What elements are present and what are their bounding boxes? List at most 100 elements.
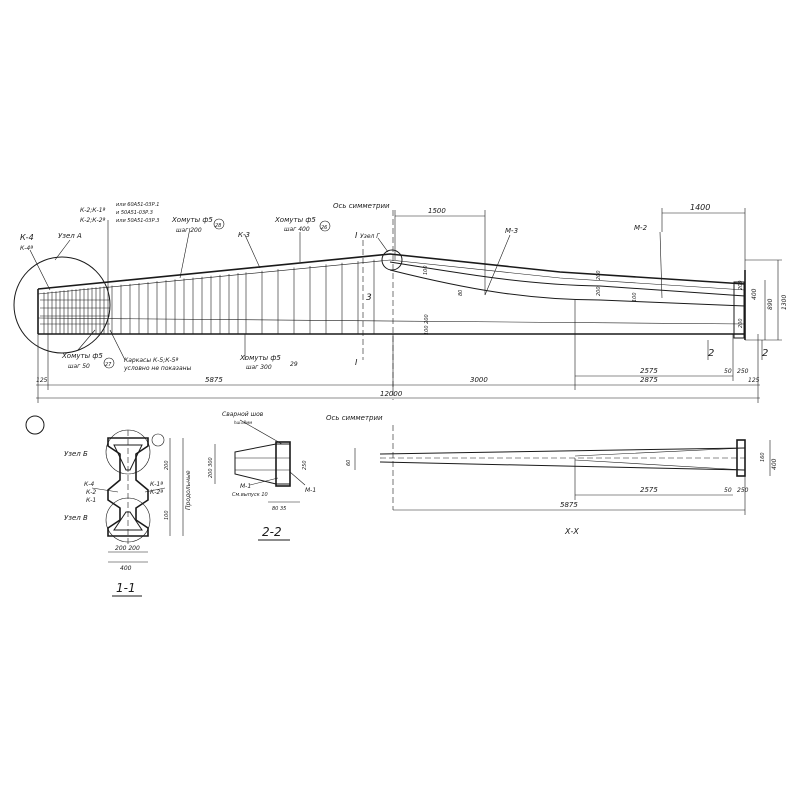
plan-dim-5875: 5875 xyxy=(560,501,578,509)
label-stirrups-top1: Хомуты ф5 xyxy=(171,216,213,224)
section-mark-1-top: I xyxy=(355,231,358,240)
plan-taper xyxy=(574,447,746,471)
plan-view: Ось симметрии 2575 50 250 5875 400 160 6… xyxy=(326,414,778,536)
section-1-1-side: Продольные xyxy=(185,470,192,510)
section-1-1-outline xyxy=(107,437,149,537)
label-node-a: Узел А xyxy=(58,232,82,240)
plan-dim-50: 50 xyxy=(724,487,732,494)
dim-100-m2: 100 xyxy=(632,292,638,302)
section-mark-2: 2 xyxy=(708,348,714,359)
label-stirrups-top1-mark: 28 xyxy=(215,223,221,229)
dim-200-b: 200 xyxy=(596,286,602,296)
beam-top-chord-inner xyxy=(37,259,746,295)
plan-dim-160: 160 xyxy=(760,452,766,462)
dim-2575: 2575 xyxy=(640,367,658,375)
section-1-1-node-v: Узел В xyxy=(64,514,88,522)
plan-top-edge xyxy=(379,447,746,455)
label-k4-sub: К-4ª xyxy=(20,245,33,252)
mark-28-circle xyxy=(213,218,225,230)
label-stirrups-top2-step: шаг 400 xyxy=(284,226,310,233)
node-g-circle xyxy=(381,249,403,271)
leader-m3 xyxy=(484,234,511,296)
dim-200-right-a: 200 xyxy=(738,280,744,290)
dim-125-right: 125 xyxy=(748,377,760,384)
label-frames-note2: условно не показаны xyxy=(123,365,192,372)
plan-dim-250: 250 xyxy=(737,487,749,494)
section-1-1-k4: К-4 xyxy=(84,481,94,488)
dim-200-right-b: 200 xyxy=(738,318,744,328)
leader-k3 xyxy=(244,234,261,269)
leader-node-g xyxy=(377,237,389,253)
dim-1400: 1400 xyxy=(690,203,710,212)
plan-bottom-edge xyxy=(379,461,746,471)
label-stirrups-top2-mark: 26 xyxy=(321,225,327,231)
section-2-2-plate xyxy=(275,441,291,487)
label-k-top-note1: или 60А51-03Р.1 xyxy=(116,202,159,208)
section-2-2-dim-200-300: 200 300 xyxy=(208,457,214,478)
leader-stirrups-bot1 xyxy=(77,329,96,351)
label-k-top-sub: К-2;К-2ª xyxy=(80,217,106,224)
label-stirrups-top1-step: шаг 200 xyxy=(176,227,202,234)
mark-27-circle xyxy=(103,357,115,369)
section-1-1-k2a: К-2ª xyxy=(150,489,163,496)
bottom-left-circle xyxy=(25,415,45,435)
dim-2875: 2875 xyxy=(640,376,658,384)
label-m3: М-3 xyxy=(505,227,518,235)
section-2-2-outline xyxy=(234,443,291,485)
section-2-2-leader-m1 xyxy=(249,477,279,486)
label-k-top-note3: или 50А51-03Р.3 xyxy=(116,218,159,224)
plan-dim-2575: 2575 xyxy=(640,486,658,494)
strand-lower xyxy=(389,269,746,307)
strand-upper xyxy=(389,261,746,297)
label-stirrups-top2: Хомуты ф5 xyxy=(274,216,316,224)
section-2-2: Сварной шов hш=8мм М-1 См.выпуск 10 М-1 … xyxy=(208,411,316,541)
label-stirrups-bot1-step: шаг 50 xyxy=(68,363,90,370)
section-mark-2b: 2 xyxy=(762,348,768,359)
dim-100-left-mid: 100 xyxy=(423,265,429,275)
label-symmetry-axis: Ось симметрии xyxy=(333,202,390,210)
label-k-top: К-2;К-1ª xyxy=(80,207,106,214)
section-1-1-dim-100-r: 100 xyxy=(164,510,170,520)
section-1-1-dim-200-200: 200 200 xyxy=(115,545,140,552)
label-stirrups-bot2: Хомуты ф5 xyxy=(239,354,281,362)
dim-3000: 3000 xyxy=(470,376,488,384)
beam-right-end-plate xyxy=(733,281,745,339)
node-a-circle xyxy=(13,256,111,354)
dim-200-a: 200 xyxy=(596,270,602,280)
leader-m2 xyxy=(659,231,663,299)
section-2-2-m1: М-1 xyxy=(240,483,251,490)
beam-top-chord xyxy=(37,253,746,290)
label-k-top-note2: и 50А51-03Р.3 xyxy=(116,210,153,216)
plan-title: Х-Х xyxy=(564,527,579,536)
dim-50: 50 xyxy=(724,368,732,375)
plan-symmetry-label: Ось симметрии xyxy=(326,414,383,422)
dim-400-right: 400 xyxy=(751,288,758,300)
section-2-2-title: 2-2 xyxy=(262,525,282,539)
section-2-2-dim-80-35: 80 35 xyxy=(272,506,286,512)
section-1-1-k1a: К-1ª xyxy=(150,481,163,488)
plan-dim-60: 60 xyxy=(346,460,352,466)
dim-5875: 5875 xyxy=(205,376,223,384)
beam-elevation: К-4 К-4ª Узел А К-2;К-1ª К-2;К-2ª или 60… xyxy=(13,202,788,435)
section-2-2-leader-weld xyxy=(239,419,283,445)
section-2-2-weld-sub: hш=8мм xyxy=(234,420,252,425)
plan-end-plate xyxy=(736,439,746,477)
mark-26-circle xyxy=(319,220,331,232)
section-2-2-leader-m1-right xyxy=(289,471,306,486)
section-1-1: Узел Б Узел В К-4 К-2 К-1 К-1ª К-2ª Прод… xyxy=(64,429,192,597)
section-mark-1-bot: I xyxy=(355,358,358,367)
section-2-2-weld: Сварной шов xyxy=(222,411,264,418)
dim-250: 250 xyxy=(737,368,749,375)
label-stirrups-bot2-mark: 29 xyxy=(290,361,298,368)
dim-890: 890 xyxy=(767,298,774,310)
node-b-right-circle xyxy=(151,433,165,447)
dim-1500: 1500 xyxy=(428,207,446,215)
dim-125-left: 125 xyxy=(36,377,48,384)
section-1-1-node-b: Узел Б xyxy=(64,450,88,458)
dim-12000: 12000 xyxy=(380,390,403,398)
leader-stirrups-1 xyxy=(179,227,191,279)
leader-k4 xyxy=(29,249,51,291)
label-frames-note: Каркасы К-5;К-5ª xyxy=(124,357,178,364)
section-mark-3: 3 xyxy=(366,293,372,303)
